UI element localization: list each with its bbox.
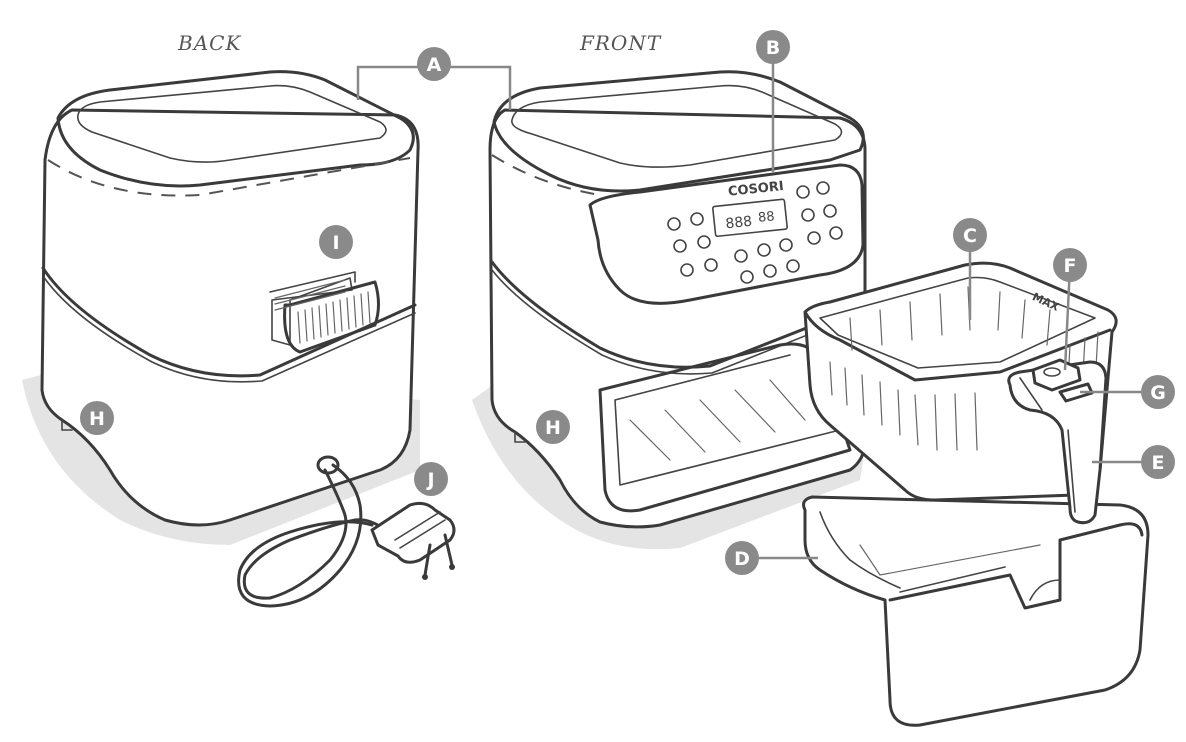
basket-release-button[interactable] <box>1031 358 1082 392</box>
back-lid-rim <box>56 70 415 188</box>
panel-button[interactable] <box>704 258 718 272</box>
inner-basket: MAX <box>803 261 1118 502</box>
control-panel <box>588 163 865 305</box>
back-view-label: BACK <box>177 31 241 55</box>
callout-b: B <box>756 30 790 64</box>
lcd-digits-left: 888 <box>725 214 753 233</box>
power-cord <box>237 455 387 608</box>
svg-text:J: J <box>425 469 434 491</box>
front-band <box>490 260 867 369</box>
svg-text:B: B <box>766 37 780 59</box>
callout-c: C <box>953 218 987 252</box>
panel-button[interactable] <box>816 181 830 195</box>
svg-text:C: C <box>963 225 977 247</box>
callout-d: D <box>725 541 759 575</box>
drawer-rack-ribs <box>629 379 806 461</box>
back-seam-dashes <box>47 157 411 197</box>
back-foot-notch <box>61 419 73 431</box>
front-band-inner <box>491 269 866 375</box>
svg-text:A: A <box>427 54 442 76</box>
panel-button[interactable] <box>757 243 771 257</box>
svg-text:D: D <box>734 548 750 570</box>
back-lid-top <box>76 84 387 163</box>
callout-f: F <box>1053 248 1087 282</box>
svg-text:F: F <box>1064 255 1077 277</box>
svg-text:H: H <box>545 417 561 439</box>
front-foot-notch <box>514 431 526 443</box>
panel-button[interactable] <box>680 263 694 277</box>
panel-button[interactable] <box>801 208 815 222</box>
svg-text:G: G <box>1150 382 1166 404</box>
back-housing <box>40 108 420 527</box>
panel-button[interactable] <box>734 249 748 263</box>
front-lid-top <box>511 84 843 168</box>
lcd-display: 888 88 <box>712 198 788 238</box>
svg-text:E: E <box>1152 452 1165 474</box>
brand-logo: COSORI <box>727 179 784 200</box>
panel-button[interactable] <box>823 204 837 218</box>
drawer-rack <box>614 354 841 486</box>
back-band <box>41 266 417 378</box>
panel-button[interactable] <box>740 270 754 284</box>
svg-text:H: H <box>89 408 105 430</box>
outer-basket <box>802 495 1150 727</box>
front-lid-rim <box>492 70 865 193</box>
panel-button[interactable] <box>697 235 711 249</box>
power-plug <box>370 501 456 580</box>
callout-i: I <box>319 225 353 259</box>
svg-text:I: I <box>332 232 339 254</box>
panel-button[interactable] <box>786 259 800 273</box>
back-air-vent <box>269 271 380 354</box>
callout-g: G <box>1141 375 1175 409</box>
callout-h-back: H <box>80 401 114 435</box>
callout-a: A <box>417 47 451 81</box>
front-view-label: FRONT <box>579 31 662 55</box>
panel-button[interactable] <box>667 217 681 231</box>
leader-f <box>1063 264 1072 371</box>
panel-button[interactable] <box>829 226 843 240</box>
panel-button[interactable] <box>673 239 687 253</box>
panel-button[interactable] <box>779 238 793 252</box>
panel-button[interactable] <box>807 231 821 245</box>
callout-h-front: H <box>536 410 570 444</box>
drawer-opening <box>598 342 852 513</box>
back-view-unit <box>22 70 456 608</box>
panel-button[interactable] <box>763 264 777 278</box>
panel-buttons <box>667 181 843 284</box>
lcd-digits-right: 88 <box>757 209 775 226</box>
front-seam-dashes <box>491 154 601 196</box>
callout-e: E <box>1141 445 1175 479</box>
panel-button[interactable] <box>690 212 704 226</box>
callout-j: J <box>414 462 448 496</box>
panel-button[interactable] <box>796 185 810 199</box>
front-view-unit: COSORI 888 88 <box>472 70 870 550</box>
back-band-inner <box>42 275 416 383</box>
